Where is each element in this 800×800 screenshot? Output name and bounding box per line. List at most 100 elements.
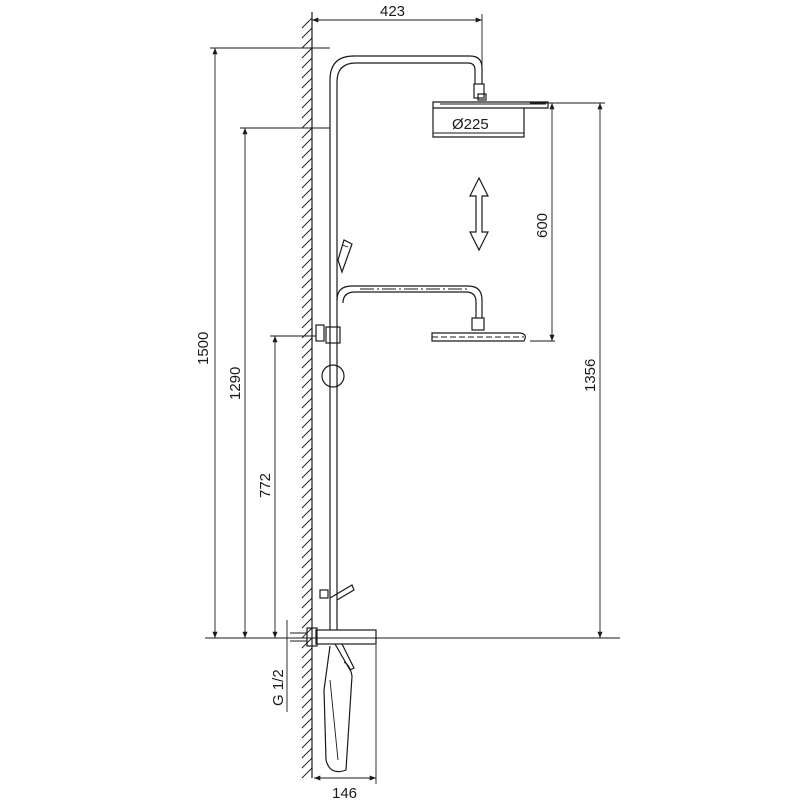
wall-hatch-line	[301, 167, 313, 179]
wall-hatch-line	[301, 237, 313, 249]
wall-hatch-line	[301, 387, 313, 399]
dimension-top-width	[312, 14, 483, 80]
wall-hatch-line	[301, 117, 313, 129]
wall-hatch-line	[301, 227, 313, 239]
wall-hatch-line	[301, 717, 313, 729]
wall-hatch-line	[301, 447, 313, 459]
wall-hatch-line	[301, 737, 313, 749]
wall-hatch-line	[301, 347, 313, 359]
wall-hatch-line	[301, 757, 313, 769]
wall-hatch-line	[301, 277, 313, 289]
wall-hatch-line	[301, 747, 313, 759]
wall-hatch-line	[301, 337, 313, 349]
wall-hatch-line	[301, 27, 313, 39]
wall	[301, 12, 313, 779]
wall-hatch-line	[301, 197, 313, 209]
hand-shower	[337, 239, 353, 274]
dimension-1290	[240, 127, 330, 638]
wall-hatch-line	[301, 727, 313, 739]
wall-hatch-line	[301, 187, 313, 199]
wall-hatch-line	[301, 367, 313, 379]
wall-hatch-line	[301, 247, 313, 259]
wall-hatch-line	[301, 357, 313, 369]
wall-hatch-line	[301, 87, 313, 99]
wall-hatch-line	[301, 327, 313, 339]
wall-hatch-line	[301, 477, 313, 489]
wall-hatch-line	[301, 457, 313, 469]
label-1290: 1290	[227, 367, 244, 400]
wall-hatch-line	[301, 597, 313, 609]
wall-hatch-line	[301, 97, 313, 109]
dimension-772	[270, 335, 316, 638]
wall-hatch-line	[301, 517, 313, 529]
wall-hatch-line	[301, 487, 313, 499]
wall-hatch-line	[301, 767, 313, 779]
wall-hatch-line	[301, 647, 313, 659]
wall-hatch-line	[301, 377, 313, 389]
wall-hatch-line	[301, 407, 313, 419]
wall-hatch-line	[301, 287, 313, 299]
dimension-1356	[548, 102, 605, 638]
wall-hatch-line	[301, 677, 313, 689]
wall-hatch-line	[301, 607, 313, 619]
height-adjust-arrow-icon	[469, 176, 489, 252]
wall-hatch-line	[301, 467, 313, 479]
label-height-adjust: 600	[534, 213, 551, 238]
wall-hatch-line	[301, 77, 313, 89]
wall-hatch-line	[301, 657, 313, 669]
wall-hatch-line	[301, 297, 313, 309]
label-total-height: 1500	[195, 332, 212, 365]
wall-hatch-line	[301, 427, 313, 439]
diverter-lever	[319, 584, 355, 601]
dimension-total-height	[210, 47, 330, 638]
overhead-shower-head-upper	[432, 83, 549, 138]
wall-hatch-line	[301, 57, 313, 69]
wall-hatch-line	[301, 307, 313, 319]
wall-hatch-line	[301, 617, 313, 629]
wall-hatch-line	[301, 207, 313, 219]
wall-hatch-line	[301, 587, 313, 599]
wall-hatch-line	[301, 527, 313, 539]
overhead-shower-head-lower	[336, 285, 526, 342]
wall-hatch-line	[301, 437, 313, 449]
dimension-bottom-width	[314, 645, 377, 784]
wall-hatch-line	[301, 417, 313, 429]
shower-riser-pipe	[329, 55, 483, 630]
label-bottom-width: 146	[332, 785, 357, 800]
wall-hatch-line	[301, 707, 313, 719]
wall-hatch-line	[301, 137, 313, 149]
wall-hatch-line	[301, 557, 313, 569]
wall-hatch-line	[301, 17, 313, 29]
wall-hatch-line	[301, 687, 313, 699]
label-top-width: 423	[380, 3, 405, 20]
wall-hatch-line	[301, 157, 313, 169]
wall-hatch-line	[301, 67, 313, 79]
wall-hatch-line	[301, 267, 313, 279]
wall-hatch-line	[301, 107, 313, 119]
wall-hatch-line	[301, 667, 313, 679]
thermostatic-mixer-body	[290, 627, 377, 773]
wall-hatch-line	[301, 577, 313, 589]
wall-hatch-line	[301, 317, 313, 329]
wall-hatch-line	[301, 47, 313, 59]
label-1356: 1356	[582, 359, 599, 392]
wall-hatch-line	[301, 537, 313, 549]
wall-hatch-line	[301, 507, 313, 519]
wall-hatch-line	[301, 567, 313, 579]
wall-hatch-line	[301, 697, 313, 709]
wall-hatching	[301, 17, 313, 779]
wall-hatch-line	[301, 257, 313, 269]
wall-hatch-line	[301, 547, 313, 559]
wall-hatch-line	[301, 217, 313, 229]
label-connection: G 1/2	[270, 669, 287, 706]
wall-hatch-line	[301, 177, 313, 189]
wall-hatch-line	[301, 397, 313, 409]
sliding-bracket	[315, 324, 345, 388]
wall-hatch-line	[301, 37, 313, 49]
wall-hatch-line	[301, 127, 313, 139]
label-head-diameter: Ø225	[452, 116, 489, 133]
wall-hatch-line	[301, 497, 313, 509]
wall-hatch-line	[301, 147, 313, 159]
label-772: 772	[257, 473, 274, 498]
